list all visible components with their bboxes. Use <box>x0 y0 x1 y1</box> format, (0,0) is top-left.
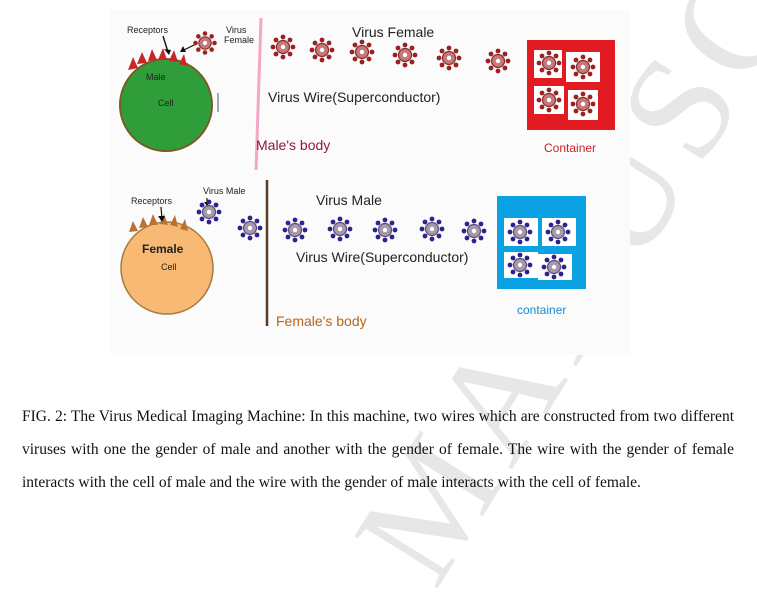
receptors-arrow-head-bottom <box>158 216 165 222</box>
bottom-virus-male-label: Virus Male <box>203 186 246 196</box>
male-body-wall <box>254 17 263 171</box>
virus-female-small <box>192 30 218 56</box>
virus-male-title: Virus Male <box>316 192 382 208</box>
male-body-label: Male's body <box>256 137 331 153</box>
bottom-wire-label: Virus Wire(Superconductor) <box>296 249 469 265</box>
top-wire-label: Virus Wire(Superconductor) <box>268 89 441 105</box>
blue-container-label: container <box>517 303 567 317</box>
virus-female-chain <box>270 33 511 75</box>
figure-caption: FIG. 2: The Virus Medical Imaging Machin… <box>22 408 734 491</box>
male-receptors <box>128 48 187 70</box>
female-body-label: Female's body <box>276 313 367 329</box>
blue-container-viruses <box>504 218 576 280</box>
female-cell-label: Female <box>142 242 184 256</box>
male-cell-cell-label: Cell <box>158 98 174 108</box>
virus-male-small <box>196 199 222 225</box>
top-virus-female-label-1: Virus <box>226 25 247 35</box>
virus-female-title: Virus Female <box>352 24 435 40</box>
top-receptors-label: Receptors <box>127 25 169 35</box>
female-receptors <box>129 214 188 232</box>
virus-female-arrow-head <box>180 46 186 52</box>
top-virus-female-label-2: Female <box>224 35 255 45</box>
virus-female-arrow <box>183 43 197 51</box>
red-container-viruses <box>534 49 600 120</box>
red-container-label: Container <box>544 141 597 155</box>
receptors-arrow-head <box>164 49 171 55</box>
bottom-receptors-label: Receptors <box>131 196 173 206</box>
female-cell <box>120 221 214 315</box>
receptors-arrow <box>162 35 169 53</box>
figure-graphics <box>119 17 615 326</box>
male-cell-label: Male <box>146 72 166 82</box>
virus-male-chain <box>237 215 487 244</box>
female-cell-cell-label: Cell <box>161 262 177 272</box>
